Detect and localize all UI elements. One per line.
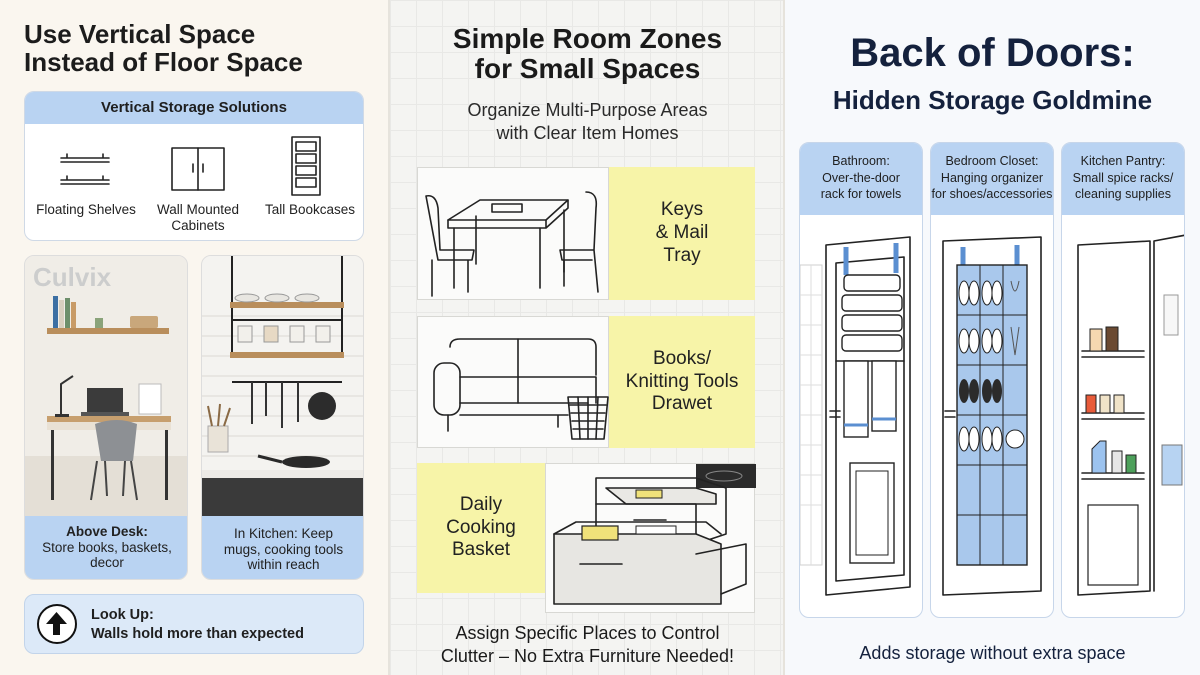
door-caption: Kitchen Pantry: Small spice racks/ clean… xyxy=(1062,143,1184,215)
solution-label: Tall Bookcases xyxy=(264,202,356,217)
title-line-1: Simple Room Zones xyxy=(452,23,723,54)
vertical-space-panel: Use Vertical Space Instead of Floor Spac… xyxy=(0,0,390,675)
door-caption-line: rack for towels xyxy=(820,187,902,201)
look-up-text: Look Up: Walls hold more than expected xyxy=(91,606,304,644)
panel-subtitle: Hidden Storage Goldmine xyxy=(832,85,1153,115)
floating-shelves-icon xyxy=(55,150,115,190)
pantry-rack-door-icon xyxy=(1077,234,1184,596)
arrow-up-icon xyxy=(37,604,77,644)
look-up-title: Look Up: xyxy=(91,607,154,623)
zone-label: Keys & Mail Tray xyxy=(609,167,755,300)
kitchen-photo-card: In Kitchen: Keep mugs, cooking tools wit… xyxy=(201,255,364,580)
door-card-bathroom: Bathroom: Over-the-door rack for towels xyxy=(799,142,923,618)
room-zones-panel: Simple Room Zones for Small Spaces Organ… xyxy=(390,0,785,675)
solution-label: Wall Mounted Cabinets xyxy=(156,202,240,233)
zone-label-line: Daily xyxy=(459,493,503,515)
desk-scene-illustration xyxy=(25,256,187,516)
zone-label-line: Tray xyxy=(663,244,701,266)
desk-caption-text: Store books, baskets, decor xyxy=(42,539,172,571)
look-up-card: Look Up: Walls hold more than expected xyxy=(24,594,364,654)
vertical-storage-solutions-card: Vertical Storage Solutions Floating Shel… xyxy=(24,91,364,241)
kitchen-drawers-icon xyxy=(545,463,756,613)
title-line-1: Use Vertical Space xyxy=(24,19,256,49)
door-caption-line: Bedroom Closet: xyxy=(945,154,1039,168)
zone-label-line: & Mail xyxy=(655,222,709,244)
zone-label-line: Knitting Tools xyxy=(625,370,739,392)
sofa-icon xyxy=(417,316,609,448)
zone-label: Daily Cooking Basket xyxy=(417,463,545,593)
footer-line-1: Assign Specific Places to Control xyxy=(455,623,720,643)
panel-title: Simple Room Zones for Small Spaces xyxy=(390,23,785,85)
panel-title: Back of Doors: xyxy=(850,31,1135,75)
door-caption-line: for shoes/accessories xyxy=(931,187,1053,201)
footer-line-2: Clutter – No Extra Furniture Needed! xyxy=(440,645,735,666)
dining-table-icon xyxy=(417,167,609,300)
desk-caption-title: Above Desk: xyxy=(66,524,148,539)
door-caption-line: Bathroom: xyxy=(832,154,890,168)
zone-label-line: Basket xyxy=(451,539,511,561)
door-card-kitchen-pantry: Kitchen Pantry: Small spice racks/ clean… xyxy=(1061,142,1185,618)
watermark-logo: Culvix xyxy=(33,262,112,292)
desk-photo-card: Culvix Above Desk: Store books, baskets,… xyxy=(24,255,188,580)
subtitle-line-1: Organize Multi-Purpose Areas xyxy=(467,100,708,120)
door-caption-line: Hanging organizer xyxy=(940,170,1044,185)
door-caption-line: cleaning supplies xyxy=(1075,187,1171,201)
subtitle-line-2: with Clear Item Homes xyxy=(496,122,679,143)
zone-label: Books/ Knitting Tools Drawet xyxy=(609,316,755,448)
zone-label-line: Books/ xyxy=(652,347,712,369)
zone-label-line: Cooking xyxy=(446,516,516,538)
wall-cabinet-icon xyxy=(168,144,228,194)
zone-label-line: Keys xyxy=(660,199,704,221)
panel-subtitle: Organize Multi-Purpose Areas with Clear … xyxy=(390,99,785,144)
back-of-doors-panel: Back of Doors: Hidden Storage Goldmine B… xyxy=(785,0,1200,675)
towel-rack-door-icon xyxy=(800,236,911,596)
panel-footer: Assign Specific Places to Control Clutte… xyxy=(390,622,785,667)
panel-title: Use Vertical Space Instead of Floor Spac… xyxy=(24,20,303,76)
kitchen-caption: In Kitchen: Keep mugs, cooking tools wit… xyxy=(202,516,363,579)
kitchen-scene-illustration xyxy=(202,256,363,516)
solutions-header: Vertical Storage Solutions xyxy=(25,92,363,124)
door-card-bedroom-closet: Bedroom Closet: Hanging organizer for sh… xyxy=(930,142,1054,618)
title-line-2: Instead of Floor Space xyxy=(24,47,303,78)
panel-footer: Adds storage without extra space xyxy=(859,643,1126,663)
solution-label: Floating Shelves xyxy=(36,202,136,217)
desk-caption: Above Desk: Store books, baskets, decor xyxy=(25,516,187,579)
door-caption-line: Kitchen Pantry: xyxy=(1080,154,1166,168)
door-caption: Bedroom Closet: Hanging organizer for sh… xyxy=(931,143,1053,215)
door-caption-line: Small spice racks/ xyxy=(1072,170,1174,185)
zone-label-line: Drawet xyxy=(651,393,713,415)
bookcase-icon xyxy=(289,134,323,198)
door-caption: Bathroom: Over-the-door rack for towels xyxy=(800,143,922,215)
shoe-organizer-door-icon xyxy=(942,236,1042,596)
look-up-description: Walls hold more than expected xyxy=(91,625,304,642)
title-line-2: for Small Spaces xyxy=(474,53,701,85)
door-caption-line: Over-the-door xyxy=(822,170,900,185)
